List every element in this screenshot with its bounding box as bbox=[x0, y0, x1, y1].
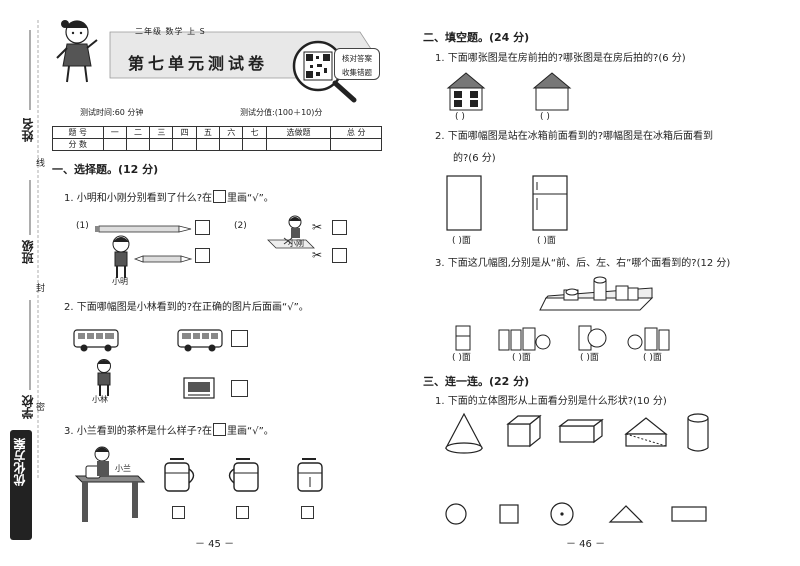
bus-side-icon bbox=[73, 329, 119, 352]
girl-lan-table-icon bbox=[74, 446, 146, 522]
qr-note: 核对答案 收集错题 bbox=[334, 48, 380, 80]
q1-text: 1. 小明和小刚分别看到了什么?在里画“√”。 bbox=[64, 190, 274, 204]
score-table-header-row: 题 号 一 二 三 四 五 六 七 选做题 总 分 bbox=[52, 126, 382, 139]
triangular-prism-icon bbox=[624, 417, 668, 447]
house-back-icon bbox=[532, 72, 572, 111]
r-q3-blank-4[interactable]: ( )面 bbox=[643, 353, 662, 363]
teacup-view-1-icon bbox=[164, 458, 195, 492]
score-table: 题 号 一 二 三 四 五 六 七 选做题 总 分 分 数 bbox=[52, 126, 382, 151]
rectangle-shape-icon bbox=[671, 506, 707, 522]
view-option-3-icon bbox=[578, 325, 607, 351]
q1-sub2-checkbox-1[interactable] bbox=[332, 220, 347, 235]
scissors-open-icon: ✂ bbox=[312, 220, 323, 234]
triangle-shape-icon bbox=[608, 505, 644, 523]
square-shape-icon bbox=[499, 504, 519, 524]
view-option-1-icon bbox=[455, 325, 471, 351]
q2-text: 2. 下面哪幅图是小林看到的?在正确的图片后面画“√”。 bbox=[64, 302, 309, 313]
boy-lin-icon bbox=[97, 359, 111, 396]
cylinder-icon bbox=[687, 413, 709, 452]
house-front-icon bbox=[446, 72, 486, 111]
section2-title: 二、填空题。(24 分) bbox=[423, 31, 530, 44]
circle-shape-icon bbox=[445, 503, 467, 525]
score-table-score-row: 分 数 bbox=[52, 138, 382, 151]
q3-checkbox-3[interactable] bbox=[301, 506, 314, 519]
boy-ming-icon bbox=[112, 235, 130, 278]
q3-checkbox-1[interactable] bbox=[172, 506, 185, 519]
section1-title: 一、选择题。(12 分) bbox=[52, 163, 159, 176]
fridge-front-icon bbox=[532, 175, 568, 231]
gang-name: 小刚 bbox=[288, 239, 304, 248]
girl-illustration-icon bbox=[56, 20, 98, 83]
r-q3-blank-1[interactable]: ( )面 bbox=[452, 353, 471, 363]
pencils-illustration-icon bbox=[95, 225, 193, 263]
school-label: 学校 bbox=[21, 395, 35, 419]
q1-inline-box-icon bbox=[213, 190, 227, 203]
q1-sub1-label: (1) bbox=[76, 221, 89, 231]
q1-sub1-checkbox-1[interactable] bbox=[195, 220, 210, 235]
ming-name: 小明 bbox=[112, 277, 128, 286]
tv-device-icon bbox=[183, 377, 215, 399]
test-score: 测试分值:(100＋10)分 bbox=[240, 108, 323, 117]
solid-shapes-row bbox=[445, 412, 709, 454]
scissors-closed-icon: ✂ bbox=[312, 248, 323, 262]
view-option-2-icon bbox=[498, 327, 551, 351]
page-number-left: － 45 － bbox=[195, 539, 235, 550]
page-number-right: － 46 － bbox=[566, 539, 606, 550]
circle-with-dot-icon bbox=[550, 502, 574, 526]
cone-icon bbox=[445, 412, 483, 454]
flat-shapes-row bbox=[445, 502, 707, 526]
q1-sub2-checkbox-2[interactable] bbox=[332, 248, 347, 263]
teacup-view-3-icon bbox=[297, 458, 323, 492]
page-title: 第七单元测试卷 bbox=[128, 54, 269, 73]
bus-front-icon bbox=[177, 329, 223, 352]
qr-code-icon[interactable] bbox=[290, 38, 360, 108]
r-q2-blank-2[interactable]: ( )面 bbox=[537, 236, 556, 246]
view-option-4-icon bbox=[627, 327, 670, 351]
r-q2-blank-1[interactable]: ( )面 bbox=[452, 236, 471, 246]
r-q3-text: 3. 下面这几幅图,分别是从“前、后、左、右”哪个面看到的?(12 分) bbox=[435, 258, 731, 269]
r-q1-text: 1. 下面哪张图是在房前拍的?哪张图是在房后拍的?(6 分) bbox=[435, 53, 686, 64]
q3-text: 3. 小兰看到的茶杯是什么样子?在里画“√”。 bbox=[64, 423, 274, 437]
objects-on-tray-icon bbox=[539, 276, 654, 311]
name-label: 姓名 bbox=[21, 118, 35, 142]
binding-lines bbox=[29, 20, 39, 480]
q1-sub2-label: (2) bbox=[234, 221, 247, 231]
q3-inline-box-icon bbox=[213, 423, 227, 436]
class-label: 班级 bbox=[21, 240, 35, 264]
teacup-view-2-icon bbox=[228, 458, 259, 492]
r-q1-blank-2[interactable]: ( ) bbox=[540, 112, 550, 122]
r-q1-blank-1[interactable]: ( ) bbox=[455, 112, 465, 122]
r-q2-text-line2: 的?(6 分) bbox=[453, 153, 496, 164]
r-q3-blank-2[interactable]: ( )面 bbox=[512, 353, 531, 363]
r-q3-blank-3[interactable]: ( )面 bbox=[580, 353, 599, 363]
r-q4-text: 1. 下面的立体图形从上面看分别是什么形状?(10 分) bbox=[435, 396, 667, 407]
test-time: 测试时间:60 分钟 bbox=[80, 108, 144, 117]
r-q2-text-line1: 2. 下面哪幅图是站在冰箱前面看到的?哪幅图是在冰箱后面看到 bbox=[435, 131, 714, 142]
section3-title: 三、连一连。(22 分) bbox=[423, 375, 530, 388]
fridge-back-icon bbox=[446, 175, 482, 231]
cube-icon bbox=[506, 414, 542, 448]
secret-label: 密 bbox=[36, 403, 46, 413]
brand-logo: 优化方案 bbox=[10, 430, 32, 540]
q3-checkbox-2[interactable] bbox=[236, 506, 249, 519]
q2-checkbox-1[interactable] bbox=[231, 330, 248, 347]
q1-sub1-checkbox-2[interactable] bbox=[195, 248, 210, 263]
seal-label: 封 bbox=[36, 284, 46, 294]
lan-name: 小兰 bbox=[115, 464, 131, 473]
q2-checkbox-2[interactable] bbox=[231, 380, 248, 397]
grade-subtitle: 二年级 数学 上 S bbox=[135, 27, 206, 36]
cut-line-label: 线 bbox=[36, 159, 46, 169]
lin-name: 小林 bbox=[92, 395, 108, 404]
boy-gang-table-icon bbox=[267, 215, 315, 249]
cuboid-icon bbox=[558, 418, 604, 444]
